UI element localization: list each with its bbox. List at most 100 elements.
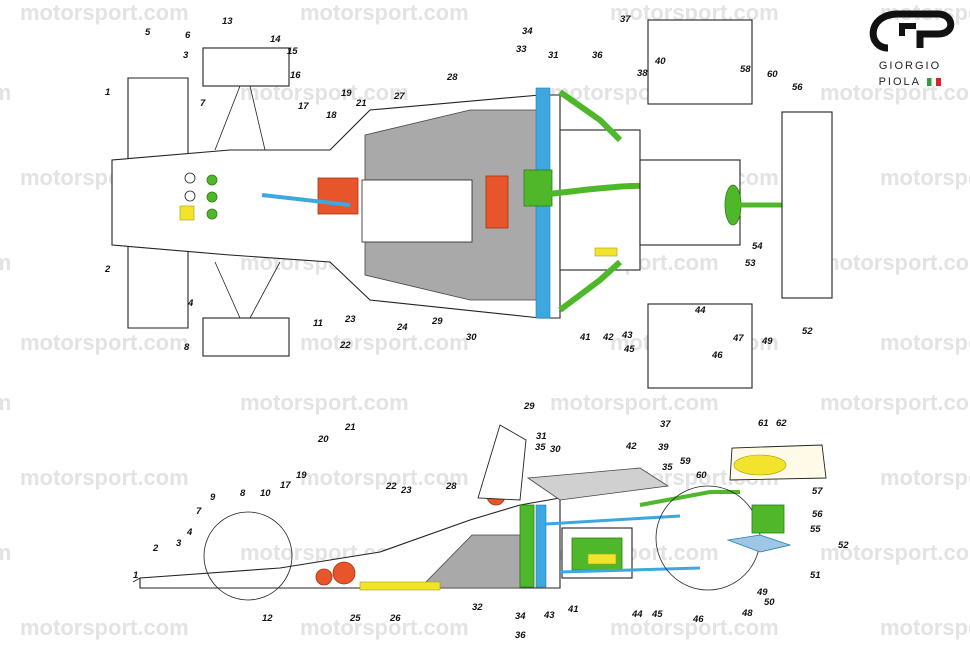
callout-label: 14 (270, 34, 281, 45)
watermark-text: motorsport.com (550, 390, 719, 415)
callout-label: 52 (838, 540, 849, 551)
side-exhaust (639, 490, 740, 507)
callout-label: 30 (466, 332, 477, 343)
callout-label: 34 (522, 26, 533, 37)
callout-label: 3 (176, 538, 182, 549)
callout-label: 21 (355, 98, 367, 109)
callout-label: 49 (761, 336, 773, 347)
side-orange-2 (332, 561, 356, 585)
front-wheel-bottom (202, 317, 290, 357)
callout-label: 11 (313, 318, 323, 329)
callout-label: 45 (623, 344, 635, 355)
callout-label: 40 (654, 56, 666, 67)
callout-label: 59 (680, 456, 691, 467)
logo-line-1: GIORGIO (878, 60, 942, 72)
gp-monogram-icon (869, 10, 955, 52)
callout-label: 56 (812, 509, 823, 520)
side-radiator-green (519, 504, 535, 588)
steering-rack (317, 177, 359, 215)
master-cylinder-2 (206, 191, 218, 203)
side-front-wheel (203, 511, 293, 601)
callout-label: 37 (620, 14, 631, 25)
callout-label: 50 (764, 597, 775, 608)
logo-surname: PIOLA (878, 76, 921, 88)
callout-label: 61 (758, 418, 769, 429)
callout-label: 18 (326, 110, 337, 121)
watermark-text: motorsport.com (820, 80, 970, 105)
callout-label: 28 (446, 72, 458, 83)
callout-label: 43 (621, 330, 633, 341)
watermark-text: motorsport.com (820, 390, 970, 415)
watermark-text: motorsport.com (880, 165, 970, 190)
callout-label: 1 (133, 570, 138, 581)
callout-label: 3 (183, 50, 189, 61)
callout-label: 41 (579, 332, 591, 343)
callout-label: 8 (240, 488, 246, 499)
watermark-text: motorsport.com (240, 390, 409, 415)
callout-label: 15 (287, 46, 298, 57)
callout-label: 29 (523, 401, 535, 412)
callout-label: 46 (711, 350, 723, 361)
callout-label: 60 (696, 470, 707, 481)
callout-label: 35 (535, 442, 546, 453)
callout-label: 17 (298, 101, 309, 112)
watermark-text: motorsport.com (20, 0, 189, 25)
callout-label: 23 (344, 314, 356, 325)
callout-label: 29 (431, 316, 443, 327)
callout-label: 2 (104, 264, 111, 275)
master-cylinder-1 (206, 174, 218, 186)
giorgio-piola-logo: GIORGIO PIOLA (858, 8, 962, 100)
callout-label: 6 (185, 30, 191, 41)
engine-block (559, 129, 641, 271)
callout-label: 53 (745, 258, 756, 269)
watermark-text: motorsport.com (880, 465, 970, 490)
watermark-text: motorsport.com (300, 0, 469, 25)
callout-label: 31 (536, 431, 547, 442)
watermark-text: .com (0, 390, 11, 415)
callout-label: 54 (752, 241, 763, 252)
callout-label: 4 (186, 527, 193, 538)
watermark-text: motorsport.com (20, 465, 189, 490)
callout-label: 25 (349, 613, 361, 624)
rear-wheel-bottom (647, 303, 753, 389)
callout-label: 24 (396, 322, 408, 333)
side-plank (359, 581, 441, 591)
callout-label: 34 (515, 611, 526, 622)
callout-label: 48 (741, 608, 753, 619)
callout-label: 42 (625, 441, 637, 452)
callout-label: 37 (660, 419, 671, 430)
callout-label: 44 (631, 609, 643, 620)
callout-label: 19 (341, 88, 352, 99)
callout-label: 5 (145, 27, 151, 38)
rear-wing (781, 111, 833, 299)
callout-label: 17 (280, 480, 291, 491)
side-blue-diffuser (726, 534, 792, 553)
watermark-text: motorsport.com (300, 465, 469, 490)
watermark-text: motorsport.com (300, 330, 469, 355)
callout-label: 36 (592, 50, 603, 61)
oil-tank (523, 169, 553, 207)
callout-label: 35 (662, 462, 673, 473)
front-wheel-top (202, 47, 290, 87)
watermark-text: motorsport.com (20, 330, 189, 355)
top-view-chassis (111, 19, 833, 389)
italian-flag-icon (927, 78, 942, 87)
callout-label: 30 (550, 444, 561, 455)
callout-label: 23 (400, 485, 412, 496)
front-suspension (214, 85, 281, 319)
callout-label: 43 (543, 610, 555, 621)
watermark-text: motorsport.com (300, 615, 469, 640)
watermark-text: motorsport.com (820, 540, 970, 565)
nose-tip (132, 577, 141, 583)
side-view-chassis (132, 424, 827, 601)
callout-label: 46 (692, 614, 704, 625)
callout-label: 27 (393, 91, 405, 102)
callout-label: 60 (767, 69, 778, 80)
fuel-pump (485, 175, 509, 229)
wing-yellow-element (733, 454, 787, 476)
watermark-text: .com (0, 540, 11, 565)
side-blue-lines (545, 514, 701, 574)
watermark-text: motorsport.com (880, 330, 970, 355)
watermark-text: motorsport.com (20, 615, 189, 640)
